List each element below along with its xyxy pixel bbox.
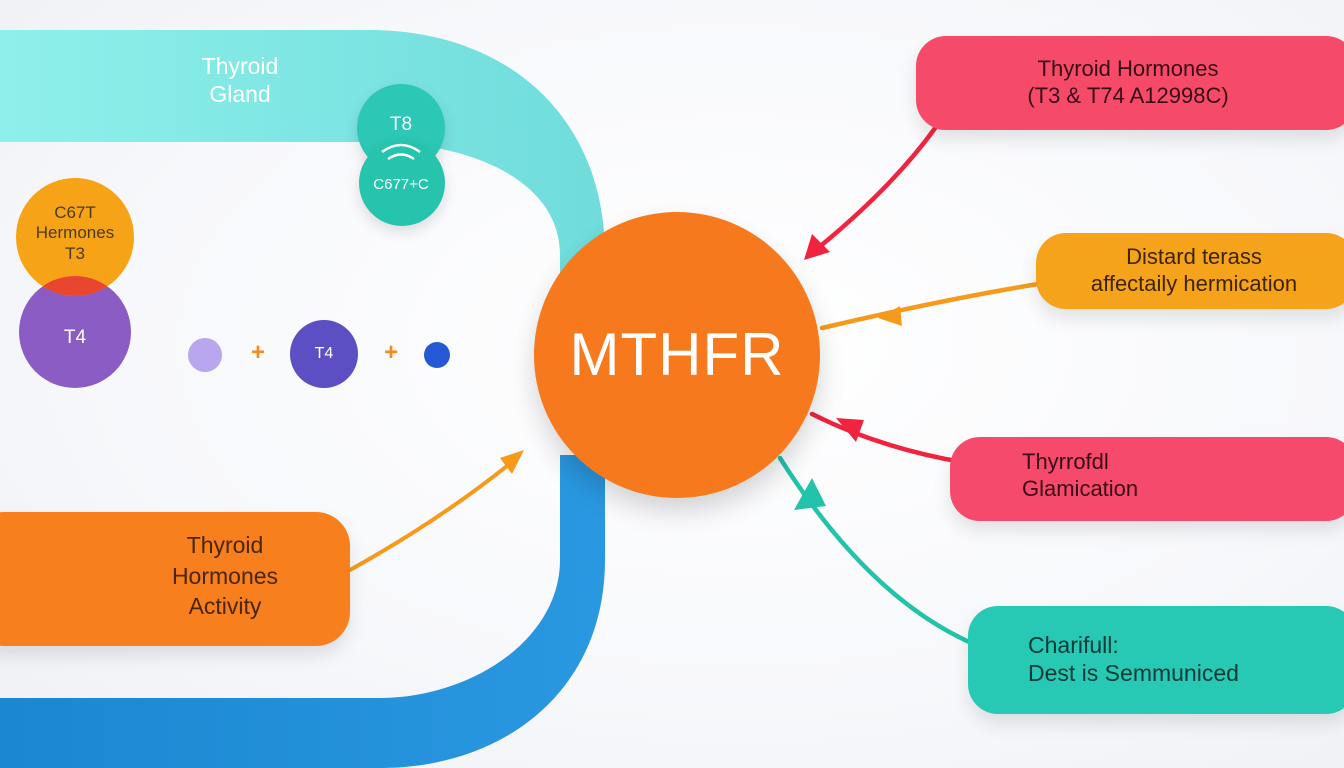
c67t-node [16,178,134,296]
pill3-line-1: Thyrrofdl [1022,449,1109,474]
teal-arrowhead [794,478,826,510]
distard-pill [1036,233,1344,309]
activity-line-2: Hormones [171,562,279,589]
charifull-pill-text: Charifull: Dest is Semmuniced [1028,631,1328,687]
c67t-line-1: C67T [54,203,96,222]
pill1-line-2: (T3 & T74 A12998C) [1027,82,1229,108]
thyrrofdl-pill-text: Thyrrofdl Glamication [1022,449,1282,503]
activity-line-3: Activity [188,593,262,620]
pill4-line-2: Dest is Semmuniced [1028,660,1239,687]
thyroid-hormones-pill-text: Thyroid Hormones (T3 & T74 A12998C) [1000,56,1256,110]
red-arrowhead-bottom [836,418,864,442]
plus-icon: + [250,339,265,366]
pill2-line-1: Distard terass [1126,244,1262,269]
activity-pill-text: Thyroid Hormones Activity [130,530,320,622]
plus-icon: + [383,339,398,366]
thyrrofdl-pill [950,437,1344,521]
blue-track [0,455,605,768]
orange-arrow-right [819,280,1047,331]
t8-label: T8 [389,114,413,135]
thyroid-hormones-activity-pill [0,512,350,646]
pill4-line-1: Charifull: [1028,632,1119,658]
thyroid-gland-label: Thyroid Gland [160,53,320,108]
t4-node [19,276,131,388]
red-arrow-top [815,121,941,251]
thyroid-hormones-pill [916,36,1344,130]
t4-chain-label: T4 [314,345,334,363]
mthfr-node: MTHFR [534,212,820,498]
lavender-dot [188,338,222,372]
t4-label: T4 [63,327,87,348]
orange-arrowhead-right [878,306,902,326]
c67t-line-3: T3 [65,243,85,263]
thyroid-gland-line-2: Gland [209,80,271,107]
red-arrowhead-top [804,234,830,260]
teal-track [0,30,605,330]
activity-line-1: Thyroid [186,532,264,558]
activity-arrowhead [500,450,524,474]
pill1-line-1: Thyroid Hormones [1037,56,1219,81]
t4-chain-node: T4 [290,320,358,388]
c67t-label: C67T Hermones T3 [18,203,132,264]
c677c-label: C677+C [373,176,429,193]
teal-arrow [777,455,979,648]
charifull-pill [968,606,1344,714]
c67t-line-2: Hermones [35,223,115,243]
pill2-line-2: affectaily hermication [1090,270,1298,296]
thyroid-gland-line-1: Thyroid [201,53,279,79]
pill3-line-2: Glamication [1022,475,1139,501]
mthfr-label: MTHFR [569,321,785,388]
red-arrow-bottom [809,411,965,465]
distard-pill-text: Distard terass affectaily hermication [1044,244,1344,298]
blue-dot [424,342,450,368]
activity-arrow [348,460,514,572]
